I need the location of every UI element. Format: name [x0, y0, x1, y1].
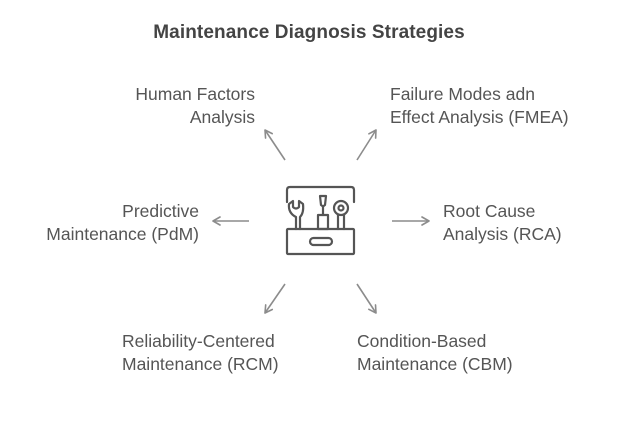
arrow-up-left	[264, 129, 286, 161]
node-label-line2: Analysis	[189, 107, 255, 127]
node-root-cause-analysis: Root Cause Analysis (RCA)	[443, 200, 562, 246]
node-label-line2: Analysis (RCA)	[443, 224, 562, 244]
node-human-factors-analysis: Human Factors Analysis	[135, 83, 255, 129]
node-label-line1: Failure Modes adn	[390, 84, 535, 104]
node-label-line2: Maintenance (RCM)	[122, 354, 279, 374]
arrow-up-right	[356, 129, 377, 161]
node-label-line1: Reliability-Centered	[122, 331, 275, 351]
toolbox-icon	[285, 185, 356, 256]
node-label-line2: Maintenance (CBM)	[357, 354, 513, 374]
node-fmea: Failure Modes adn Effect Analysis (FMEA)	[390, 83, 569, 129]
arrow-down-right	[356, 283, 377, 314]
node-label-line1: Predictive	[122, 201, 199, 221]
diagram-title: Maintenance Diagnosis Strategies	[153, 22, 465, 43]
node-label-line2: Effect Analysis (FMEA)	[390, 107, 569, 127]
node-condition-based-maintenance: Condition-Based Maintenance (CBM)	[357, 330, 513, 376]
node-reliability-centered-maintenance: Reliability-Centered Maintenance (RCM)	[122, 330, 279, 376]
arrow-down-left	[264, 283, 286, 314]
node-label-line1: Root Cause	[443, 201, 536, 221]
node-label-line2: Maintenance (PdM)	[46, 224, 199, 244]
node-label-line1: Condition-Based	[357, 331, 487, 351]
node-predictive-maintenance: Predictive Maintenance (PdM)	[46, 200, 199, 246]
node-label-line1: Human Factors	[135, 84, 255, 104]
